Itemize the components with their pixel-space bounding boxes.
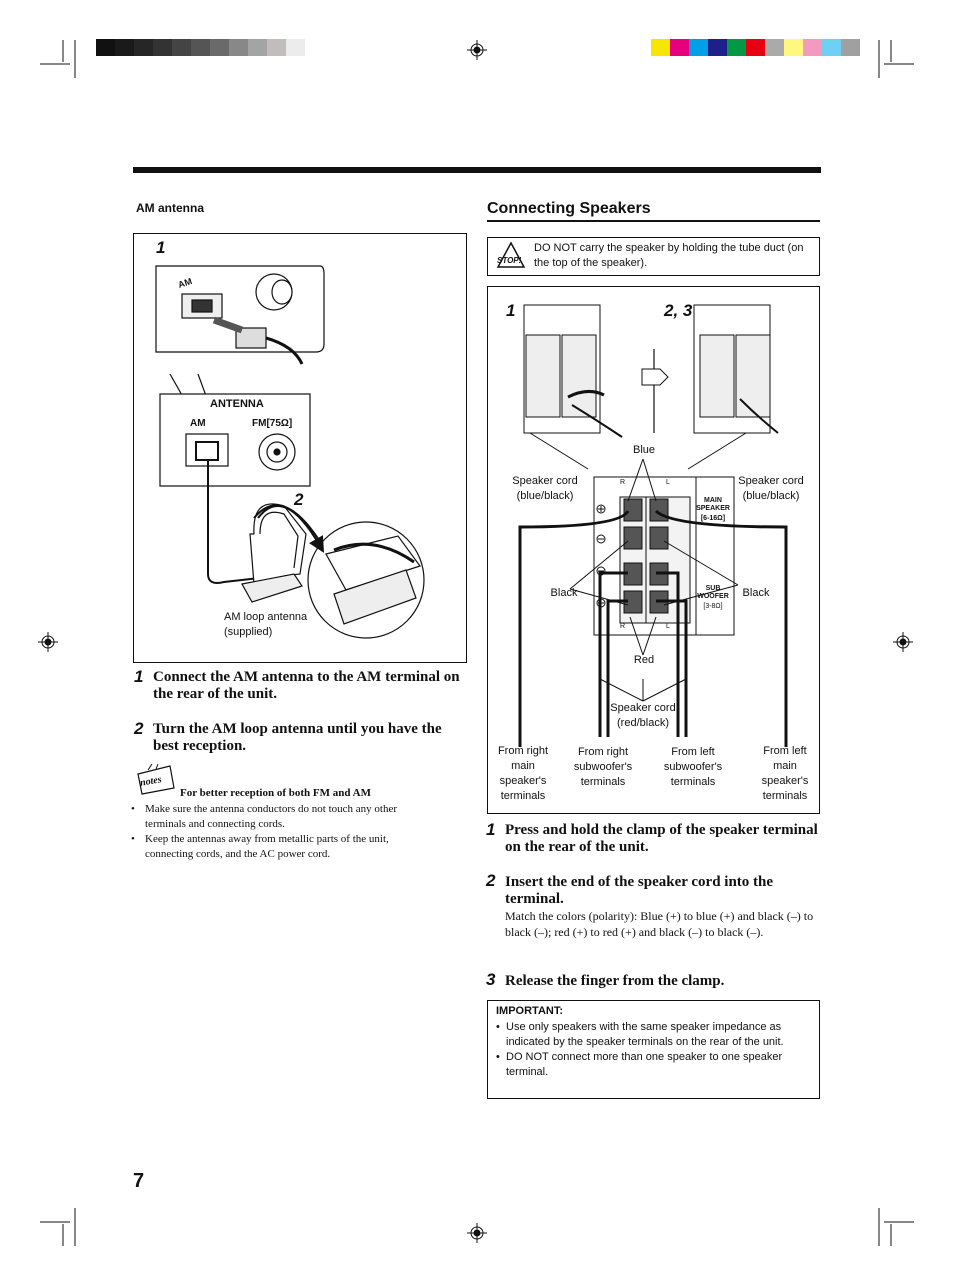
am-step-2-number: 2: [134, 719, 144, 738]
gray-swatch: [286, 39, 305, 56]
terminal-r-bottom: R: [620, 623, 626, 630]
speaker-terminal-illustration: [518, 304, 788, 747]
notes-icon: notes: [134, 763, 176, 795]
antenna-panel-label: ANTENNA: [210, 398, 264, 410]
note-item: Keep the antennas away from metallic par…: [131, 832, 431, 862]
terminal-l-bottom: L: [666, 623, 670, 630]
color-swatch: [803, 39, 822, 56]
am-terminal-label: AM: [190, 418, 206, 429]
color-swatch: [784, 39, 803, 56]
am-step-1-number: 1: [134, 667, 144, 686]
color-swatch: [708, 39, 727, 56]
important-title: IMPORTANT:: [496, 1005, 564, 1017]
color-swatch: [822, 39, 841, 56]
speaker-step-2-number: 2: [486, 871, 496, 890]
important-item: DO NOT connect more than one speaker to …: [496, 1050, 814, 1080]
heading-rule: [487, 220, 820, 222]
gray-swatch: [248, 39, 267, 56]
figure-step-2: 2: [294, 490, 304, 509]
color-swatch: [689, 39, 708, 56]
stop-icon-label: STOP!: [497, 256, 522, 265]
speaker-step-3-text: Release the finger from the clamp.: [505, 973, 725, 989]
color-swatch: [746, 39, 765, 56]
important-list: Use only speakers with the same speaker …: [496, 1020, 814, 1080]
speaker-step-3-number: 3: [486, 970, 496, 989]
figure-step-1: 1: [506, 301, 516, 320]
am-antenna-figure: 1 AM ANTENNA AM FM[75Ω] 2 AM loop antenn…: [133, 233, 467, 663]
speaker-cord-left-color: (blue/black): [516, 490, 574, 502]
gray-swatch: [172, 39, 191, 56]
terminal-l-top: L: [666, 479, 670, 486]
speaker-step-2-detail: Match the colors (polarity): Blue (+) to…: [505, 909, 814, 939]
main-speaker-label: MAIN SPEAKER: [696, 497, 730, 512]
registration-mark-top: [467, 40, 487, 60]
am-antenna-heading: AM antenna: [136, 201, 205, 215]
black-right-label: Black: [742, 587, 770, 599]
speaker-step-2-text: Insert the end of the speaker cord into …: [505, 874, 774, 907]
fm-terminal-label: FM[75Ω]: [252, 418, 293, 429]
header-rule: [133, 167, 821, 173]
figure-step-2-3: 2, 3: [664, 301, 693, 320]
speaker-step-1-text: Press and hold the clamp of the speaker …: [505, 822, 818, 855]
caution-box: STOP! DO NOT carry the speaker by holdin…: [487, 237, 820, 276]
sub-woofer-label: SUB WOOFER: [697, 585, 729, 600]
am-antenna-illustration: [155, 265, 425, 639]
registration-mark-left: [38, 632, 58, 652]
am-step-1-text: Connect the AM antenna to the AM termina…: [153, 669, 460, 702]
red-label: Red: [633, 654, 655, 666]
notes-title: For better reception of both FM and AM: [180, 787, 371, 799]
color-swatch: [651, 39, 670, 56]
speaker-cord-right-label: Speaker cord: [738, 475, 804, 487]
color-swatch: [670, 39, 689, 56]
color-swatch: [727, 39, 746, 56]
color-swatch: [765, 39, 784, 56]
am-step-2-text: Turn the AM loop antenna until you have …: [153, 721, 442, 754]
notes-list: Make sure the antenna conductors do not …: [131, 802, 431, 862]
note-item: Make sure the antenna conductors do not …: [131, 802, 431, 832]
blue-label: Blue: [632, 444, 656, 456]
loop-antenna-label: AM loop antenna: [224, 611, 308, 623]
loop-antenna-supplied: (supplied): [224, 626, 273, 638]
gray-swatch: [191, 39, 210, 56]
color-swatch: [841, 39, 860, 56]
figure-step-1: 1: [156, 238, 166, 257]
gray-swatch: [229, 39, 248, 56]
speaker-step-1-number: 1: [486, 820, 496, 839]
gray-swatch: [96, 39, 115, 56]
caution-text: DO NOT carry the speaker by holding the …: [534, 242, 804, 269]
stop-icon: STOP!: [496, 241, 526, 271]
gray-swatch: [153, 39, 172, 56]
important-item: Use only speakers with the same speaker …: [496, 1020, 814, 1050]
gray-swatch: [267, 39, 286, 56]
terminal-r-top: R: [620, 479, 626, 486]
gray-swatch: [134, 39, 153, 56]
registration-mark-right: [893, 632, 913, 652]
page-number: 7: [133, 1170, 145, 1192]
black-left-label: Black: [550, 587, 578, 599]
registration-mark-bottom: [467, 1223, 487, 1243]
gray-swatch: [210, 39, 229, 56]
speaker-figure: 1 2, 3 Blue Speaker cord (blue/black) Sp…: [487, 286, 820, 814]
speaker-cord-mid-label: Speaker cord: [610, 702, 676, 714]
speaker-cord-mid-color: (red/black): [617, 717, 669, 729]
speaker-cord-right-color: (blue/black): [742, 490, 800, 502]
gray-swatch: [115, 39, 134, 56]
sub-woofer-impedance: [3-8Ω]: [703, 603, 723, 610]
connecting-speakers-heading: Connecting Speakers: [487, 200, 651, 217]
main-speaker-impedance: [6-16Ω]: [700, 515, 726, 522]
important-box: IMPORTANT: Use only speakers with the sa…: [487, 1000, 820, 1099]
speaker-cord-left-label: Speaker cord: [512, 475, 578, 487]
